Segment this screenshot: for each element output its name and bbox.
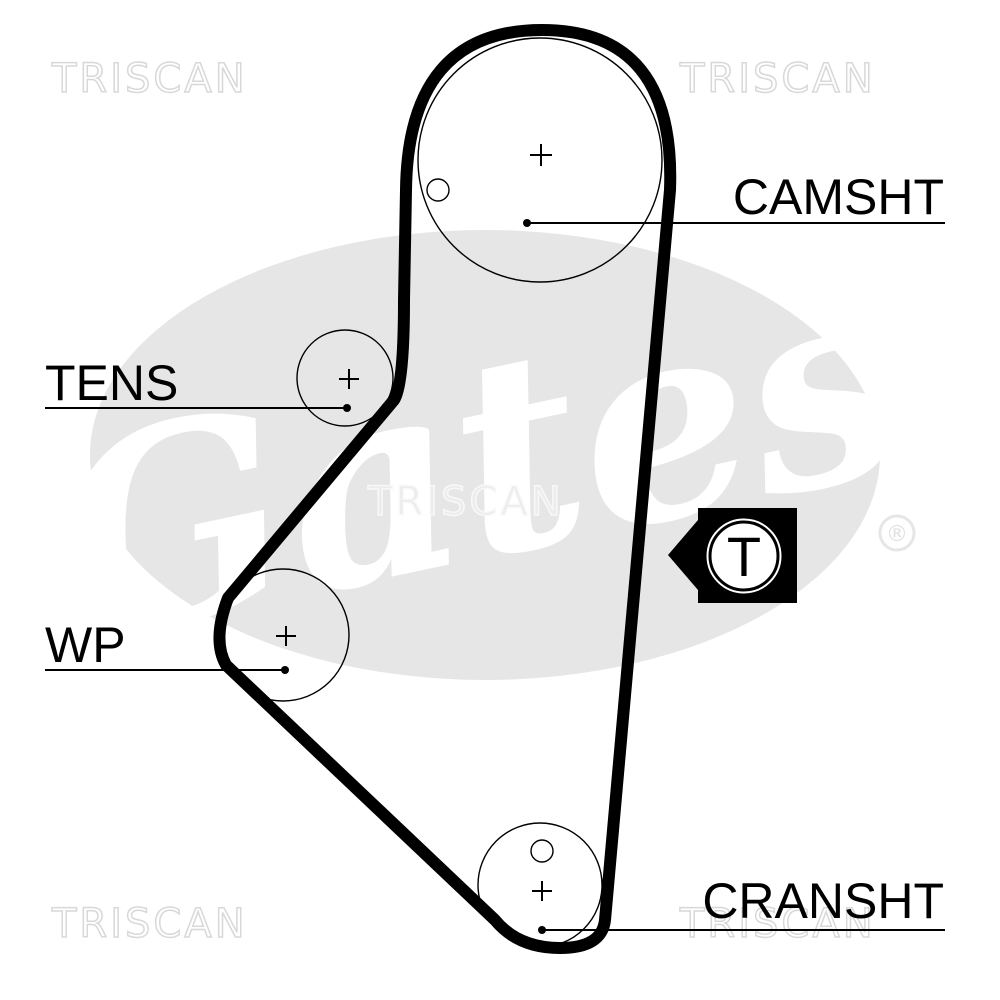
triscan-watermark-bottom-right: TRISCAN <box>679 901 876 947</box>
registered-mark: ® <box>886 522 908 547</box>
tensioner-marker-ring <box>708 520 780 592</box>
tensioner-leader-dot <box>343 404 351 412</box>
crankshaft-label: CRANSHT <box>702 873 944 929</box>
camshaft-label: CAMSHT <box>733 169 944 225</box>
camshaft-pulley <box>417 37 663 283</box>
tensioner-marker-letter: T <box>727 525 761 588</box>
tensioner-marker-circle <box>706 518 782 594</box>
leader-lines <box>45 219 945 934</box>
center-marks <box>276 144 552 901</box>
tensioner-pulley <box>296 329 394 427</box>
registered-mark-circle <box>878 514 916 552</box>
water-pump-center-cross <box>276 626 296 646</box>
tensioner-marker: T <box>668 508 797 603</box>
camshaft-center-cross <box>530 144 552 166</box>
gates-logo-watermark: Gates ® <box>27 217 928 706</box>
tensioner-center-cross <box>339 369 359 389</box>
timing-belt <box>213 24 677 954</box>
water-pump-label: WP <box>45 617 126 673</box>
camshaft-timing-mark <box>426 178 450 202</box>
tensioner-label: TENS <box>45 355 178 411</box>
water-pump-leader-dot <box>281 666 289 674</box>
crankshaft-timing-mark <box>530 839 554 863</box>
triscan-watermark-center: TRISCAN <box>367 479 564 525</box>
triscan-watermark-bottom-left: TRISCAN <box>51 901 248 947</box>
triscan-watermarks: TRISCAN TRISCAN TRISCAN TRISCAN TRISCAN <box>50 55 876 948</box>
triscan-watermark-top-right: TRISCAN <box>679 56 876 102</box>
crankshaft-leader-dot <box>538 926 546 934</box>
camshaft-leader-dot <box>523 219 531 227</box>
component-labels: CAMSHT TENS WP CRANSHT <box>45 169 944 929</box>
crankshaft-center-cross <box>532 881 552 901</box>
triscan-watermark-top-left: TRISCAN <box>51 56 248 102</box>
